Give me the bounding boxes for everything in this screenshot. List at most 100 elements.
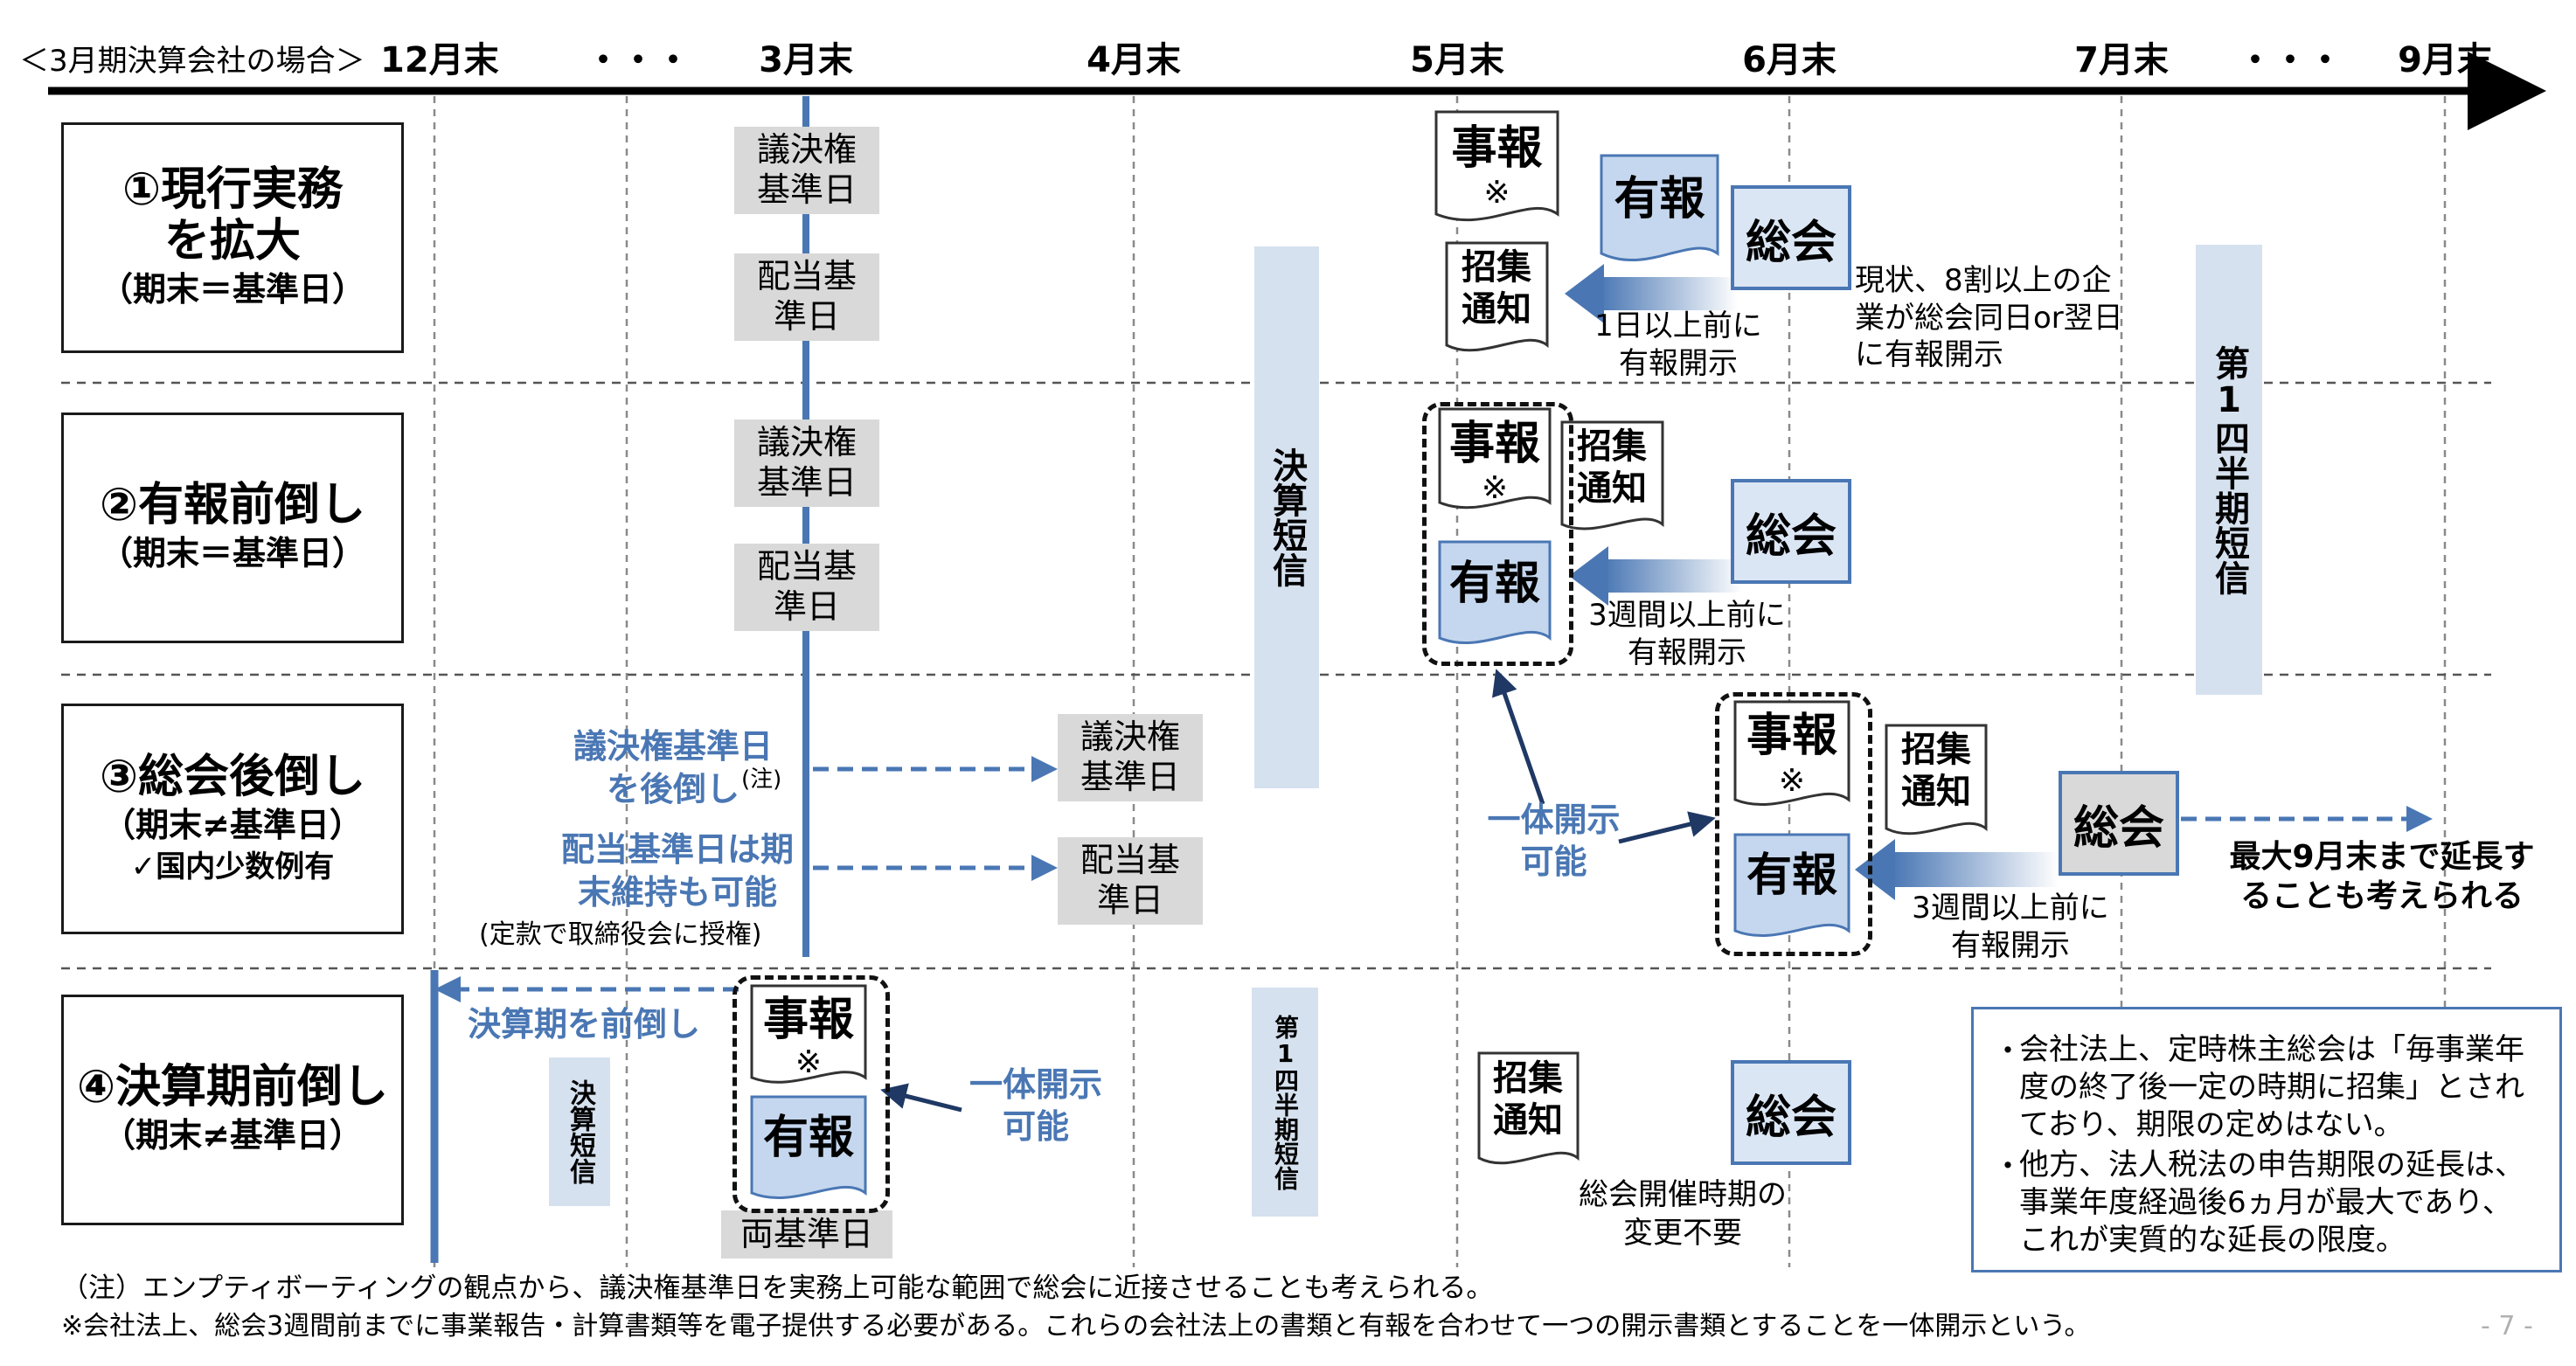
r3-arrow-note: 3週間以上前に有報開示 xyxy=(1912,891,2109,963)
r3-gikekken-kijunbi: 議決権基準日 xyxy=(1058,714,1203,801)
r2-gradient-arrow xyxy=(1569,546,1742,606)
r2-jiho-mark: ※ xyxy=(1481,470,1509,506)
kessan-tanshin-bar: 決算短信 xyxy=(1254,246,1319,788)
r3-gradient-arrow xyxy=(1855,839,2059,900)
legal-note-item: 他方、法人税法の申告期限の延長は、事業年度経過後6ヵ月が最大であり、これが実質的… xyxy=(2019,1148,2524,1259)
r4-jiho-label: 事報 xyxy=(762,994,854,1046)
r3-ittai-arrow-right xyxy=(1618,811,1716,844)
row-subtitle: （期末＝基準日） xyxy=(99,534,365,573)
r1-gradient-arrow xyxy=(1565,264,1738,323)
r3-extend-text: 最大9月末まで延長することも考えられる xyxy=(2229,839,2535,914)
box-text: 配当基準日 xyxy=(1080,841,1180,919)
r3-jiho-doc xyxy=(1733,700,1850,806)
footer-note-1: （注）エンプティボーティングの観点から、議決権基準日を実務上可能な範囲で総会に近… xyxy=(61,1272,1494,1304)
r2-ittai-group xyxy=(1422,402,1573,666)
r4-yuho-label: 有報 xyxy=(762,1112,854,1164)
row-title: ④決算期前倒し xyxy=(76,1061,389,1114)
r3-shoshu-label: 招集通知 xyxy=(1901,730,1971,812)
r3-yuho-label: 有報 xyxy=(1746,849,1837,902)
r2-haito-kijunbi: 配当基準日 xyxy=(734,544,879,631)
r3-ittai-text: 一体開示可能 xyxy=(1487,801,1621,881)
r3-jiho-label: 事報 xyxy=(1746,710,1837,762)
month-label-jun: 6月末 xyxy=(1742,40,1837,80)
row-label-1: ①現行実務を拡大 （期末＝基準日） xyxy=(61,122,404,353)
r1-arrow-note: 1日以上前に有報開示 xyxy=(1594,309,1762,381)
r3-gikekken-move-text: 議決権基準日を後倒し xyxy=(573,727,773,809)
r4-ittai-group xyxy=(733,975,890,1213)
month-label-apr: 4月末 xyxy=(1087,40,1181,80)
box-text: 配当基準日 xyxy=(756,257,857,336)
r3-yuho-doc xyxy=(1733,833,1850,937)
box-text: 議決権基準日 xyxy=(756,423,857,502)
q1-tanshin-bar-top: 第1四半期短信 xyxy=(2196,245,2262,695)
r4-shoshu-doc xyxy=(1477,1051,1580,1165)
r1-jiho-mark: ※ xyxy=(1483,175,1510,211)
r3-chu-mark: (注) xyxy=(741,766,782,793)
bullet-icon: ・ xyxy=(1993,1149,2023,1184)
month-label-ellipsis-2: ・・・ xyxy=(2238,40,2343,80)
row-title: ③総会後倒し xyxy=(99,751,366,804)
r2-jiho-doc xyxy=(1438,407,1552,510)
r4-yuho-doc xyxy=(750,1095,867,1199)
r1-side-note: 現状、8割以上の企業が総会同日or翌日に有報開示 xyxy=(1855,263,2123,372)
header-caption: ＜3月期決算会社の場合＞ xyxy=(19,44,365,79)
r1-sokai: 総会 xyxy=(1731,185,1851,290)
footer-note-2: ※会社法上、総会3週間前までに事業報告・計算書類等を電子提供する必要がある。これ… xyxy=(61,1311,2091,1342)
sokai-label: 総会 xyxy=(1745,510,1837,563)
r1-shoshu-doc xyxy=(1445,241,1549,352)
r2-arrow-note: 3週間以上前に有報開示 xyxy=(1588,598,1786,670)
row-title: ②有報前倒し xyxy=(99,479,366,532)
sokai-label: 総会 xyxy=(2073,801,2164,855)
month-label-ellipsis-1: ・・・ xyxy=(586,40,691,80)
r4-jiho-doc xyxy=(750,984,867,1084)
r4-ittai-arrow xyxy=(880,1083,962,1113)
r3-shoshu-doc xyxy=(1885,724,1988,836)
month-label-may: 5月末 xyxy=(1410,40,1504,80)
r4-ittai-text: 一体開示可能 xyxy=(969,1065,1102,1146)
r1-haito-kijunbi: 配当基準日 xyxy=(734,253,879,341)
r2-jiho-label: 事報 xyxy=(1448,418,1540,470)
bullet-icon: ・ xyxy=(1993,1034,2023,1069)
q1-tanshin-text: 第1四半期短信 xyxy=(1271,1014,1300,1190)
row-subtitle: （期末＝基準日） xyxy=(99,270,365,309)
row-label-2: ②有報前倒し （期末＝基準日） xyxy=(61,413,404,643)
month-label-jul: 7月末 xyxy=(2074,40,2169,80)
r2-gikekken-kijunbi: 議決権基準日 xyxy=(734,420,879,507)
kessan-tanshin-text: 決算短信 xyxy=(565,1079,595,1184)
sokai-label: 総会 xyxy=(1745,216,1837,269)
kessan-tanshin-bar-row4: 決算短信 xyxy=(549,1057,610,1206)
legal-note-item: 会社法上、定時株主総会は「毎事業年度の終了後一定の時期に招集」とされており、期限… xyxy=(2019,1032,2524,1143)
box-text: 議決権基準日 xyxy=(1080,718,1180,796)
row-note: ✓国内少数例有 xyxy=(130,849,335,884)
row-subtitle: （期末≠基準日） xyxy=(102,1116,363,1155)
r4-sokai: 総会 xyxy=(1731,1060,1851,1165)
row-label-4: ④決算期前倒し （期末≠基準日） xyxy=(61,995,404,1225)
r1-yuho-doc xyxy=(1600,154,1719,262)
r3-jiho-mark: ※ xyxy=(1778,763,1806,799)
r1-jiho-label: 事報 xyxy=(1451,122,1543,175)
r3-teikan-text: (定款で取締役会に授権) xyxy=(479,919,762,950)
r2-sokai: 総会 xyxy=(1731,479,1851,584)
r2-yuho-label: 有報 xyxy=(1448,558,1540,610)
r2-shoshu-label: 招集通知 xyxy=(1577,426,1647,509)
row-subtitle: （期末≠基準日） xyxy=(102,806,363,845)
r4-move-text: 決算期を前倒し xyxy=(468,1005,701,1044)
row-title: ①現行実務を拡大 xyxy=(122,163,344,268)
q1-tanshin-text: 第1四半期短信 xyxy=(2209,344,2249,595)
r3-ittai-group xyxy=(1715,692,1872,956)
r4-shoshu-label: 招集通知 xyxy=(1493,1058,1563,1141)
r1-gikekken-kijunbi: 議決権基準日 xyxy=(734,127,879,214)
box-text: 配当基準日 xyxy=(756,547,857,626)
month-label-sep: 9月末 xyxy=(2398,40,2492,80)
r4-ryo-kijunbi: 両基準日 xyxy=(721,1210,892,1259)
r3-haito-keep-text: 配当基準日は期末維持も可能 xyxy=(560,830,794,912)
row-label-3: ③総会後倒し （期末≠基準日） ✓国内少数例有 xyxy=(61,704,404,934)
month-label-dec: 12月末 xyxy=(380,40,499,80)
month-label-mar: 3月末 xyxy=(759,40,853,80)
box-text: 両基準日 xyxy=(739,1214,873,1253)
r1-jiho-doc xyxy=(1434,110,1559,222)
r1-shoshu-label: 招集通知 xyxy=(1462,247,1531,329)
r4-sokai-note: 総会開催時期の変更不要 xyxy=(1579,1177,1787,1252)
page-number: - 7 - xyxy=(2481,1311,2533,1342)
